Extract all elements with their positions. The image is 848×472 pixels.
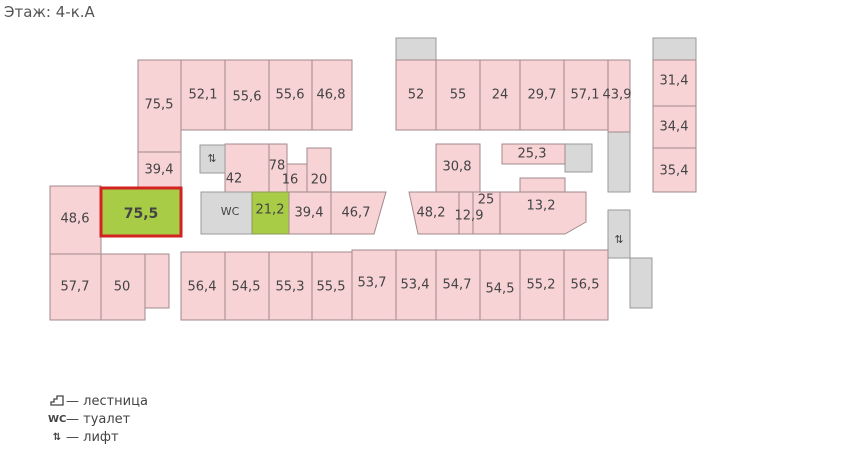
- label-wc: WC: [221, 205, 240, 218]
- room-43-9[interactable]: [607, 59, 631, 133]
- label-54-7: 54,7: [443, 278, 472, 293]
- label-13-2: 13,2: [527, 199, 556, 214]
- label-20: 20: [311, 173, 328, 188]
- room-21-2[interactable]: [251, 191, 290, 235]
- label-39-4b: 39,4: [295, 206, 324, 221]
- room-55-6[interactable]: [224, 59, 270, 131]
- lift-shaft-1: [199, 144, 226, 174]
- room-46-7[interactable]: [330, 191, 387, 235]
- room-53-7[interactable]: [351, 249, 397, 321]
- stairs-icon: [48, 394, 66, 409]
- legend: — лестница WC — туалет ⇅ — лифт: [48, 392, 148, 446]
- wc-icon: WC: [48, 413, 67, 425]
- label-29-7: 29,7: [528, 88, 557, 103]
- label-56-5: 56,5: [571, 278, 600, 293]
- legend-text-stairs: — лестница: [66, 393, 148, 409]
- room-42[interactable]: [224, 143, 270, 193]
- room-24[interactable]: [479, 59, 521, 131]
- room-34-4[interactable]: [652, 105, 697, 149]
- label-12-9: 12,9: [455, 209, 484, 224]
- label-25-3: 25,3: [518, 147, 547, 162]
- lift-shaft-2: [607, 209, 631, 259]
- stair-block: [629, 257, 653, 309]
- label-35-4: 35,4: [660, 164, 689, 179]
- label-75-5-selected: 75,5: [124, 206, 159, 222]
- room-55-6b[interactable]: [268, 59, 313, 131]
- label-43-9: 43,9: [603, 88, 632, 103]
- label-78: 78: [269, 159, 286, 174]
- label-42: 42: [226, 172, 243, 187]
- room-13-2[interactable]: [499, 191, 587, 235]
- wc-room: [200, 191, 253, 235]
- room-35-4[interactable]: [652, 147, 697, 193]
- label-56-4: 56,4: [188, 280, 217, 295]
- stair-block: [652, 37, 697, 61]
- legend-text-lift: — лифт: [66, 429, 119, 445]
- room-57-1[interactable]: [563, 59, 609, 131]
- legend-row-stairs: — лестница: [48, 392, 148, 410]
- label-25: 25: [478, 193, 495, 208]
- label-75-5: 75,5: [145, 98, 174, 113]
- stair-block: [395, 37, 437, 61]
- label-55: 55: [450, 88, 467, 103]
- label-46-7: 46,7: [342, 206, 371, 221]
- legend-row-lift: ⇅ — лифт: [48, 428, 148, 446]
- room-56-5[interactable]: [563, 249, 609, 321]
- room-52[interactable]: [395, 59, 437, 131]
- room-55-3[interactable]: [268, 251, 313, 321]
- label-16: 16: [282, 173, 299, 188]
- label-55-6: 55,6: [233, 90, 262, 105]
- label-57-7: 57,7: [61, 280, 90, 295]
- room-55-5[interactable]: [311, 251, 353, 321]
- label-21-2: 21,2: [256, 203, 285, 218]
- room-39-4a[interactable]: [137, 151, 182, 189]
- room-54-5a[interactable]: [224, 251, 270, 321]
- label-48-2: 48,2: [417, 206, 446, 221]
- room-55-2[interactable]: [519, 249, 565, 321]
- label-55-6b: 55,6: [276, 88, 305, 103]
- label-54-5b: 54,5: [486, 282, 515, 297]
- room-25-3[interactable]: [501, 143, 566, 165]
- label-55-2: 55,2: [527, 278, 556, 293]
- label-54-5a: 54,5: [232, 280, 261, 295]
- lift-icon: ⇅: [52, 431, 62, 443]
- label-53-7: 53,7: [358, 276, 387, 291]
- room-54-5b[interactable]: [479, 249, 521, 321]
- legend-row-wc: WC — туалет: [48, 410, 148, 428]
- label-53-4: 53,4: [401, 278, 430, 293]
- room-52-1[interactable]: [180, 59, 226, 131]
- label-57-1: 57,1: [571, 88, 600, 103]
- label-24: 24: [492, 88, 509, 103]
- label-52-1: 52,1: [189, 88, 218, 103]
- room-50b[interactable]: [144, 253, 170, 309]
- label-34-4: 34,4: [660, 120, 689, 135]
- room-31-4[interactable]: [652, 59, 697, 107]
- label-50: 50: [114, 280, 131, 295]
- floor-title: Этаж: 4-к.А: [4, 3, 95, 21]
- room-53-4[interactable]: [395, 249, 437, 321]
- label-30-8: 30,8: [443, 160, 472, 175]
- label-48-6: 48,6: [61, 212, 90, 227]
- room-13-2-top[interactable]: [519, 177, 566, 193]
- lift-icon-2: ⇅: [614, 233, 623, 246]
- label-46-8: 46,8: [317, 88, 346, 103]
- stair-block: [607, 131, 631, 193]
- room-54-7[interactable]: [435, 249, 481, 321]
- room-46-8[interactable]: [311, 59, 353, 131]
- lift-icon-1: ⇅: [207, 152, 216, 165]
- label-39-4a: 39,4: [145, 163, 174, 178]
- label-31-4: 31,4: [660, 74, 689, 89]
- legend-text-wc: — туалет: [66, 411, 131, 427]
- selected-room-75-5[interactable]: [99, 186, 183, 238]
- label-52: 52: [408, 88, 425, 103]
- room-25[interactable]: [472, 191, 501, 235]
- room-57-7[interactable]: [49, 253, 102, 321]
- label-55-3: 55,3: [276, 280, 305, 295]
- service-block: [564, 143, 593, 173]
- room-50[interactable]: [100, 253, 146, 321]
- label-55-5: 55,5: [317, 280, 346, 295]
